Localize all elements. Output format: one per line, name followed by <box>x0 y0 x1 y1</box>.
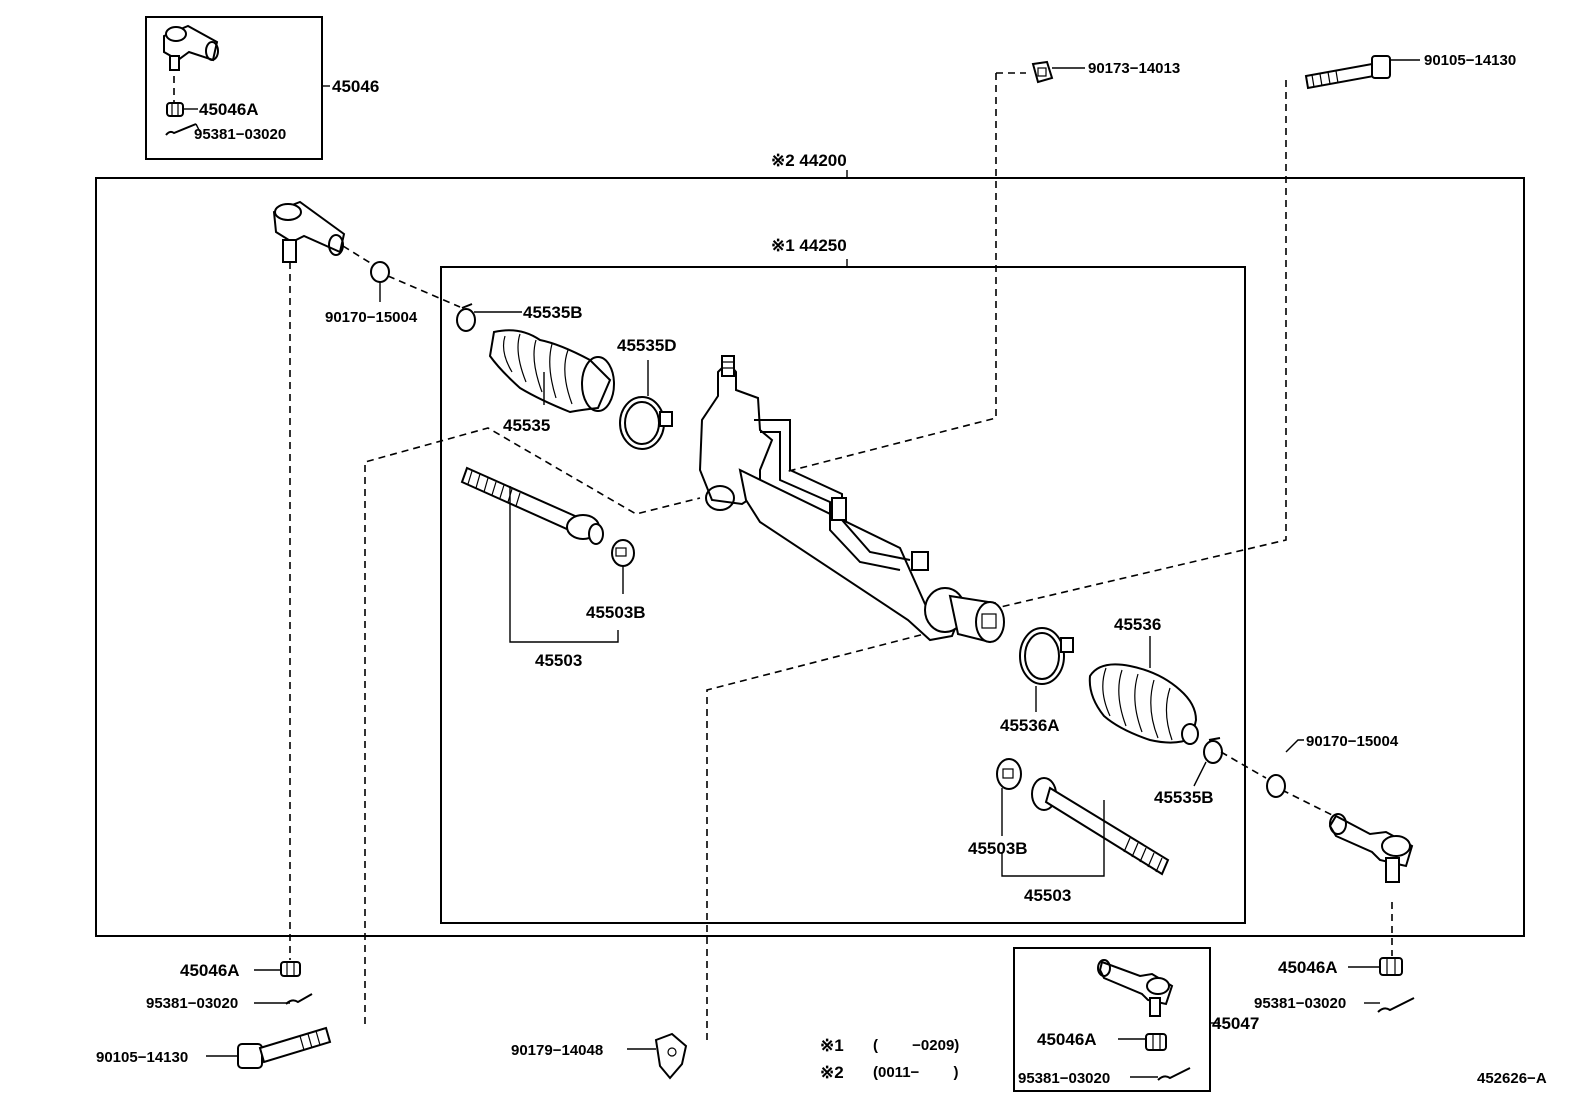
lock-nut-left-icon <box>370 261 390 283</box>
assembly-frame-44200 <box>95 177 1525 937</box>
boot-left-icon <box>488 329 615 414</box>
tie-rod-end-kit-box-45046 <box>145 16 323 160</box>
clamp-45535d-icon <box>619 396 673 450</box>
label-90105-top: 90105−14130 <box>1424 52 1516 69</box>
label-90179: 90179−14048 <box>511 1042 603 1059</box>
label-45046a-box: 45046A <box>1037 1030 1097 1049</box>
nut-90173-icon <box>1031 60 1054 84</box>
dashed-assembly-lines <box>173 64 1393 1040</box>
label-95381-br: 95381−03020 <box>1254 995 1346 1012</box>
tie-rod-end-icon <box>163 24 219 71</box>
steering-rack-housing-icon <box>698 355 1005 644</box>
clip-left-icon <box>456 303 476 332</box>
figure-id: 452626−A <box>1477 1070 1547 1087</box>
label-45535b-left: 45535B <box>523 303 583 322</box>
cotter-pin-icon <box>165 123 197 136</box>
label-90105-bl: 90105−14130 <box>96 1049 188 1066</box>
label-45503-right: 45503 <box>1024 886 1071 905</box>
boot-right-icon <box>1088 663 1199 745</box>
label-95381-top: 95381−03020 <box>194 126 286 143</box>
castle-nut-box-icon <box>1145 1033 1167 1051</box>
label-90170-right: 90170−15004 <box>1306 733 1399 750</box>
castle-nut-bl-icon <box>280 961 301 977</box>
label-45046a-br: 45046A <box>1278 958 1338 977</box>
label-45046a-bl: 45046A <box>180 961 240 980</box>
washer-45503b-left-icon <box>611 539 635 567</box>
bracket-90179-icon <box>654 1032 688 1080</box>
tie-rod-end-left-icon <box>272 200 346 263</box>
label-90173: 90173−14013 <box>1088 60 1180 77</box>
bolt-90105-top-icon <box>1304 55 1391 90</box>
label-44200: ※2 44200 <box>771 151 847 170</box>
label-45503b-left: 45503B <box>586 603 646 622</box>
label-45535: 45535 <box>503 416 550 435</box>
label-45535b-right: 45535B <box>1154 788 1214 807</box>
note-1-mark: ※1 <box>820 1036 844 1055</box>
note-2-mark: ※2 <box>820 1063 844 1082</box>
label-45535d: 45535D <box>617 336 677 355</box>
note-1-range: ( −0209) <box>873 1037 959 1054</box>
label-95381-bl: 95381−03020 <box>146 995 238 1012</box>
lock-nut-right-icon <box>1266 774 1286 798</box>
label-45536: 45536 <box>1114 615 1161 634</box>
note-2-range: (0011− ) <box>873 1064 958 1081</box>
leader-lines <box>184 59 1420 1078</box>
label-90170-left: 90170−15004 <box>325 309 418 326</box>
clamp-45536a-icon <box>1019 627 1074 685</box>
label-95381-box: 95381−03020 <box>1018 1070 1110 1087</box>
bolt-90105-bl-icon <box>237 1026 332 1069</box>
tie-rod-end-right-icon <box>1328 813 1414 883</box>
castle-nut-icon <box>166 102 184 117</box>
label-44250: ※1 44250 <box>771 236 847 255</box>
label-45046: 45046 <box>332 77 379 96</box>
inner-tie-rod-left-icon <box>460 466 604 545</box>
label-45046a-top: 45046A <box>199 100 259 119</box>
washer-45503b-right-icon <box>996 758 1022 790</box>
inner-tie-rod-right-icon <box>1031 777 1170 876</box>
label-45503b-right: 45503B <box>968 839 1028 858</box>
cotter-pin-br-icon <box>1377 997 1415 1013</box>
label-45536a: 45536A <box>1000 716 1060 735</box>
clip-right-icon <box>1203 737 1223 764</box>
tie-rod-end-br-kit-icon <box>1097 959 1174 1017</box>
assembly-frame-44250 <box>440 266 1246 924</box>
label-45047: 45047 <box>1212 1014 1259 1033</box>
cotter-pin-box-icon <box>1157 1067 1191 1081</box>
castle-nut-br-icon <box>1379 957 1403 976</box>
label-45503-left: 45503 <box>535 651 582 670</box>
tie-rod-end-kit-box-45047 <box>1013 947 1211 1092</box>
